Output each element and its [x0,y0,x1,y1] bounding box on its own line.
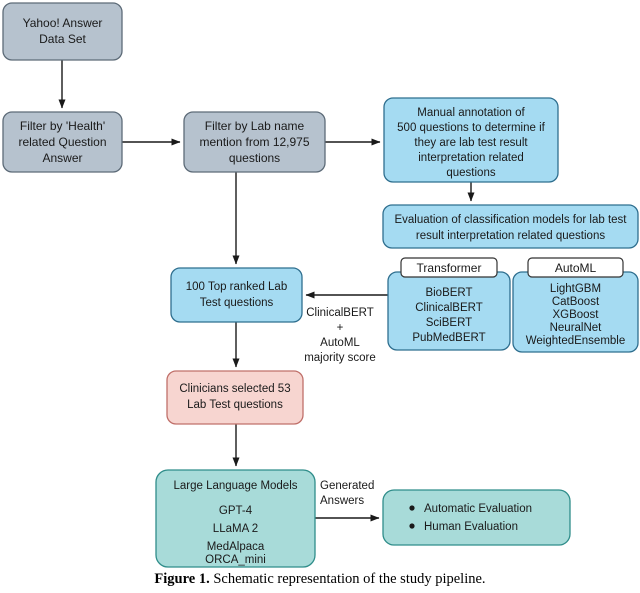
node-automl-tab[interactable] [527,257,624,278]
node-filter-health-line-2: related Question [18,135,106,149]
node-automl-tab-label: AutoML [555,261,597,275]
edge-label-majority-score-line-3: AutoML [320,337,360,349]
node-clinicians-selected-box[interactable] [166,370,304,425]
node-evaluation-models-line-1: Evaluation of classification models for … [394,214,627,226]
figure-caption: Figure 1. Schematic representation of th… [0,571,640,588]
node-manual-annotation-line-3: they are lab test result [414,137,528,149]
node-transformer-tab-label: Transformer [417,261,482,275]
node-filter-lab-name-line-1: Filter by Lab name [205,119,305,133]
node-filter-lab-name[interactable]: Filter by Lab name mention from 12,975 q… [183,111,326,173]
node-top-ranked-questions-box[interactable] [170,267,303,323]
node-clinicians-selected-line-2: Lab Test questions [187,399,283,411]
node-automl-item-1: LightGBM [550,283,601,295]
node-transformer-item-1: BioBERT [425,287,472,299]
node-llm-item-4: ORCA_mini [205,554,266,566]
node-large-language-models[interactable]: Large Language Models GPT-4 LLaMA 2 MedA… [155,469,316,568]
node-filter-health[interactable]: Filter by 'Health' related Question Answ… [2,111,123,173]
edge-label-majority-score: ClinicalBERT + AutoML majority score [304,307,376,364]
node-manual-annotation-line-5: questions [446,167,495,179]
node-manual-annotation-box[interactable] [383,97,559,183]
node-top-ranked-line-2: Test questions [200,297,274,309]
node-llm-item-1: GPT-4 [219,505,253,517]
node-evaluation-models-box[interactable] [382,204,639,249]
node-filter-health-line-1: Filter by 'Health' [20,119,105,133]
node-evaluation-models-line-2: result interpretation related questions [416,230,605,242]
node-evaluation-types-item-2: Human Evaluation [424,521,518,533]
node-filter-lab-name-box[interactable] [183,111,326,173]
node-yahoo-dataset-line-1: Yahoo! Answer [23,16,103,30]
node-manual-annotation-line-2: 500 questions to determine if [397,122,545,134]
node-transformer-tab[interactable] [400,257,498,278]
edge-label-generated-answers-line-2: Answers [320,495,364,507]
node-large-language-models-box[interactable] [155,469,316,568]
node-manual-annotation-line-4: interpretation related [418,152,523,164]
node-manual-annotation[interactable]: Manual annotation of 500 questions to de… [383,97,559,183]
node-llm-title: Large Language Models [173,480,297,492]
node-automl-item-2: CatBoost [552,296,600,308]
node-evaluation-types-item-1: Automatic Evaluation [424,503,532,515]
node-yahoo-dataset-line-2: Data Set [39,32,86,46]
node-yahoo-dataset[interactable]: Yahoo! Answer Data Set [2,2,123,61]
node-transformer-item-3: SciBERT [426,317,472,329]
bullet-icon [409,505,415,511]
edge-label-majority-score-line-1: ClinicalBERT [306,307,374,319]
node-evaluation-models[interactable]: Evaluation of classification models for … [382,204,639,249]
node-top-ranked-questions[interactable]: 100 Top ranked Lab Test questions [170,267,303,323]
figure-caption-label: Figure 1. [154,571,210,587]
node-filter-health-line-3: Answer [42,151,82,165]
edge-label-majority-score-line-4: majority score [304,352,376,364]
node-transformer-group[interactable]: Transformer BioBERT ClinicalBERT SciBERT… [387,257,511,351]
node-clinicians-selected[interactable]: Clinicians selected 53 Lab Test question… [166,370,304,425]
node-evaluation-types-box[interactable] [382,489,571,546]
edges [58,60,475,522]
edge-label-generated-answers-line-1: Generated [320,480,374,492]
bullet-icon [409,523,415,529]
node-automl-item-3: XGBoost [552,309,599,321]
node-filter-lab-name-line-2: mention from 12,975 [199,135,309,149]
node-yahoo-dataset-box[interactable] [2,2,123,61]
node-filter-health-box[interactable] [2,111,123,173]
node-manual-annotation-line-1: Manual annotation of [417,107,525,119]
node-automl-group[interactable]: AutoML LightGBM CatBoost XGBoost NeuralN… [512,257,639,353]
node-filter-lab-name-line-3: questions [229,151,280,165]
node-transformer-item-4: PubMedBERT [412,332,485,344]
edge-label-generated-answers: Generated Answers [320,480,374,507]
edge-label-majority-score-line-2: + [337,322,344,334]
node-clinicians-selected-line-1: Clinicians selected 53 [179,383,290,395]
node-transformer-item-2: ClinicalBERT [415,302,483,314]
node-llm-item-3: MedAlpaca [207,541,265,553]
node-top-ranked-line-1: 100 Top ranked Lab [186,281,287,293]
node-evaluation-types[interactable]: Automatic Evaluation Human Evaluation [382,489,571,546]
node-automl-item-4: NeuralNet [550,322,603,334]
figure-caption-text: Schematic representation of the study pi… [213,571,486,587]
node-automl-item-5: WeightedEnsemble [526,335,626,347]
node-llm-item-2: LLaMA 2 [213,523,258,535]
